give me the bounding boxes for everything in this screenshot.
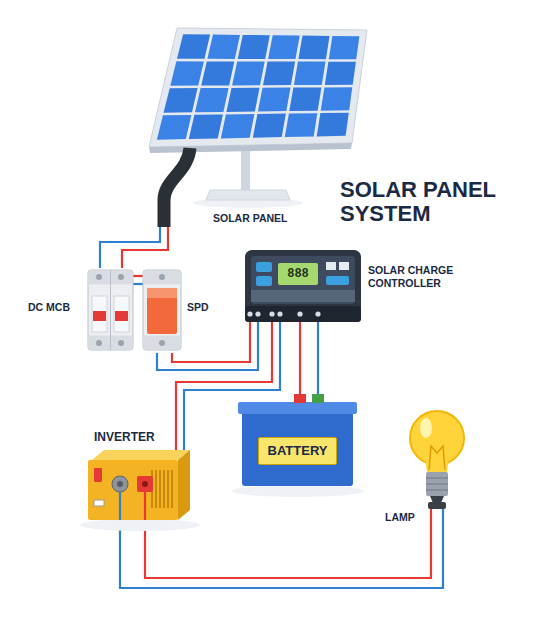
solar-cell — [164, 88, 198, 113]
charge-controller-node: SOLAR CHARGE CONTROLLER — [243, 250, 478, 322]
lamp-node: LAMP — [405, 408, 467, 508]
terminal — [315, 311, 320, 316]
terminal — [247, 311, 252, 316]
shadow — [80, 519, 200, 531]
terminal — [277, 311, 282, 316]
positive-wire — [133, 275, 143, 277]
terminal — [269, 311, 274, 316]
solar-cell — [329, 36, 360, 59]
solar-cell — [226, 88, 259, 112]
solar-cell — [285, 113, 318, 137]
lamp-illustration — [410, 411, 464, 509]
solar-cell — [195, 88, 229, 112]
solar-cell — [325, 62, 356, 85]
charge-controller-illustration — [245, 250, 361, 322]
solar-panel-node: SOLAR PANEL — [140, 22, 375, 227]
negative-wire — [100, 227, 160, 268]
solar-cell — [238, 35, 270, 59]
solar-cell — [170, 61, 204, 85]
wire-pair — [133, 276, 143, 284]
solar-cell — [201, 61, 234, 85]
solar-cell — [263, 62, 295, 86]
shadow — [232, 485, 364, 497]
negative-wire — [133, 283, 143, 285]
positive-wire — [145, 508, 431, 578]
positive-wire — [172, 322, 250, 362]
component-label: SPD — [187, 301, 209, 314]
battery-illustration — [238, 394, 357, 486]
battery-node: BATTERY — [240, 398, 355, 488]
dc-mcb-node: DC MCB — [28, 268, 133, 353]
terminal — [255, 311, 260, 316]
component-label: SOLAR PANEL — [213, 212, 287, 225]
negative-wire — [317, 322, 319, 398]
solar-cell — [298, 36, 329, 60]
vent-slot — [155, 470, 157, 508]
solar-cell — [221, 114, 255, 138]
terminal — [297, 311, 302, 316]
wire-pair — [300, 322, 318, 398]
inverter-illustration — [88, 450, 190, 520]
vent-slot — [171, 470, 173, 508]
display-digits: 888 — [279, 267, 317, 281]
vent-slot — [159, 470, 161, 508]
solar-cell — [289, 87, 321, 111]
solar-cell — [321, 87, 353, 111]
component-label: LAMP — [385, 511, 415, 524]
solar-cell — [232, 61, 265, 85]
inverter-node: INVERTER — [88, 450, 190, 520]
solar-cell — [253, 114, 286, 138]
component-label: SOLAR CHARGE CONTROLLER — [368, 264, 476, 290]
diagram-title: SOLAR PANEL SYSTEM — [340, 178, 532, 226]
solar-panel-illustration — [149, 28, 367, 227]
vent-slot — [167, 470, 169, 508]
dc-mcb-illustration — [88, 270, 133, 350]
positive-wire — [122, 227, 168, 268]
solar-cell — [317, 113, 349, 137]
vent-slot — [163, 470, 165, 508]
solar-cell — [207, 35, 240, 59]
solar-cell — [177, 34, 210, 59]
spd-node: SPD — [143, 268, 218, 353]
component-label: BATTERY — [258, 437, 338, 465]
wire-pair — [100, 227, 168, 268]
solar-cell — [294, 62, 326, 86]
solar-cell — [189, 115, 223, 140]
component-label: DC MCB — [28, 301, 70, 314]
positive-wire — [299, 322, 301, 398]
solar-cell — [157, 115, 192, 140]
spd-illustration — [143, 270, 181, 350]
solar-cell — [258, 88, 291, 112]
solar-cell — [268, 35, 300, 59]
component-label: INVERTER — [94, 430, 155, 445]
